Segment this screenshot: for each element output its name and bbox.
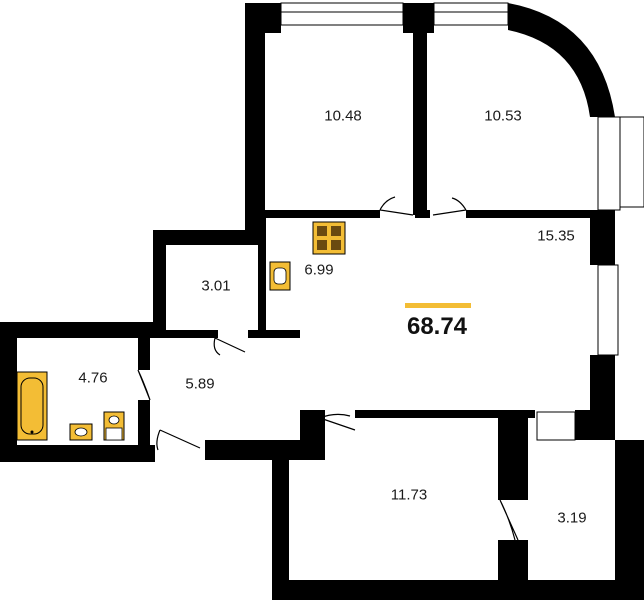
wall xyxy=(272,580,644,600)
window-icon xyxy=(597,116,621,211)
wall xyxy=(413,3,427,215)
window-icon xyxy=(280,2,404,26)
total-area: 68.74 xyxy=(406,313,468,340)
wall xyxy=(575,410,615,440)
wall xyxy=(245,210,380,218)
washbasin-icon xyxy=(69,423,93,441)
door-icon xyxy=(137,369,151,401)
wall xyxy=(245,3,281,33)
wall xyxy=(590,355,615,415)
wall xyxy=(248,330,300,338)
windows xyxy=(280,2,644,441)
wall xyxy=(258,218,266,330)
room-area-bedroom-3: 11.73 xyxy=(390,486,428,504)
door-icon xyxy=(156,429,201,451)
wall xyxy=(0,445,155,462)
room-area-balcony: 3.19 xyxy=(557,509,587,527)
room-area-bathroom: 4.76 xyxy=(78,369,108,387)
wall xyxy=(153,230,166,330)
wall xyxy=(0,322,17,462)
toilet-icon xyxy=(103,411,125,441)
wall xyxy=(0,322,166,338)
door-icon xyxy=(379,196,414,216)
door-icon xyxy=(213,337,246,356)
door-icon xyxy=(432,197,467,216)
wall xyxy=(245,3,265,230)
room-area-hallway: 5.89 xyxy=(185,375,215,393)
wall xyxy=(300,410,320,418)
room-area-storage: 3.01 xyxy=(201,277,231,295)
wall xyxy=(355,410,535,418)
window-icon xyxy=(433,2,509,26)
door-icon xyxy=(499,499,519,541)
sink-icon xyxy=(269,261,291,291)
room-area-bedroom-2: 10.53 xyxy=(484,107,522,125)
wall xyxy=(466,210,596,218)
wall xyxy=(153,230,265,245)
wall xyxy=(615,440,644,600)
window-icon xyxy=(597,264,619,356)
window-icon xyxy=(619,116,644,208)
room-area-kitchen: 6.99 xyxy=(304,261,334,279)
wall xyxy=(498,410,528,500)
wall xyxy=(138,400,150,460)
room-area-living-room: 15.35 xyxy=(537,227,575,245)
wall xyxy=(415,210,430,218)
door-icon xyxy=(319,413,356,431)
wall xyxy=(508,3,615,117)
window-icon xyxy=(536,411,576,441)
wall xyxy=(138,330,218,338)
stove-icon xyxy=(312,221,346,255)
walls xyxy=(0,3,644,600)
wall xyxy=(498,540,528,600)
wall xyxy=(272,440,289,600)
fixtures xyxy=(16,221,346,441)
wall xyxy=(590,210,615,265)
bathtub-icon xyxy=(16,371,48,441)
total-area-accent xyxy=(405,303,471,308)
doors xyxy=(137,196,519,541)
wall xyxy=(138,330,150,370)
room-area-bedroom-1: 10.48 xyxy=(324,107,362,125)
